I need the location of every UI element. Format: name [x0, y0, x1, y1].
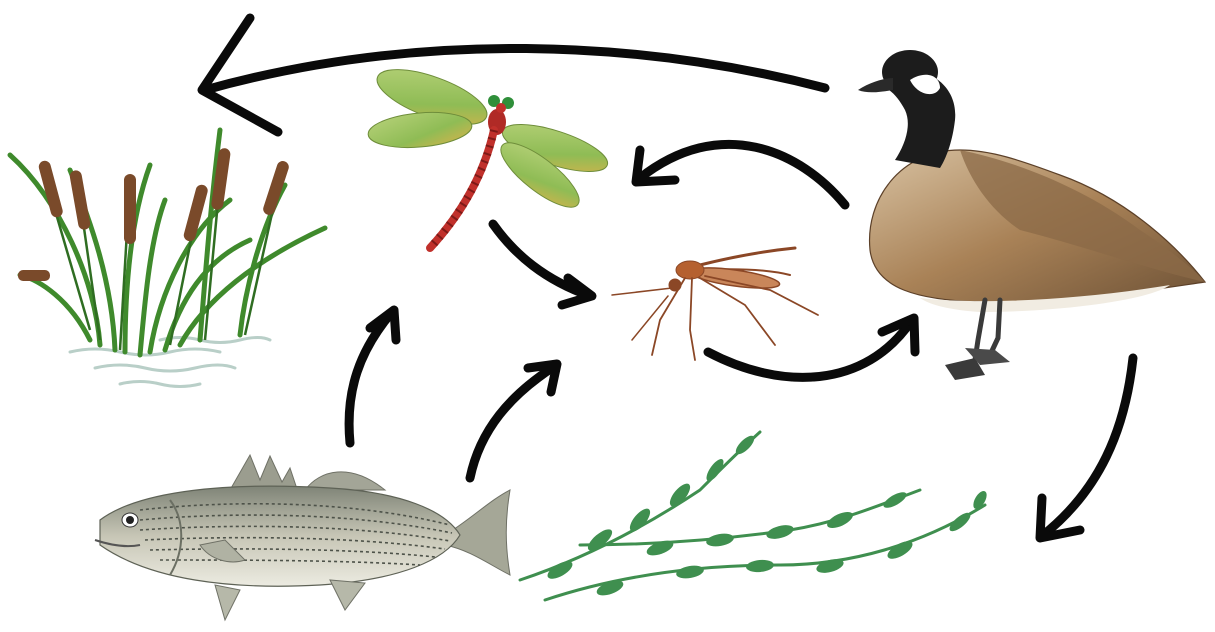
dragonfly-icon [367, 58, 613, 248]
cattail-heads [18, 147, 290, 281]
arrow-bass-to-dragonfly [349, 310, 396, 443]
aquatic-plant-icon [520, 432, 989, 600]
cattail-leaves [10, 130, 325, 355]
cattail-plant-icon [10, 130, 325, 387]
arrow-goose-to-dragonfly [636, 144, 845, 205]
arrow-mosquito-to-goose [708, 318, 915, 377]
mosquito-icon [612, 248, 818, 360]
arrow-goose-to-waterweed [1040, 358, 1133, 538]
striped-bass-fish-icon [95, 455, 510, 620]
arrow-goose-to-cattail [202, 18, 825, 132]
arrow-dragonfly-to-mosquito [493, 224, 592, 305]
arrow-bass-to-mosquito [470, 364, 557, 478]
